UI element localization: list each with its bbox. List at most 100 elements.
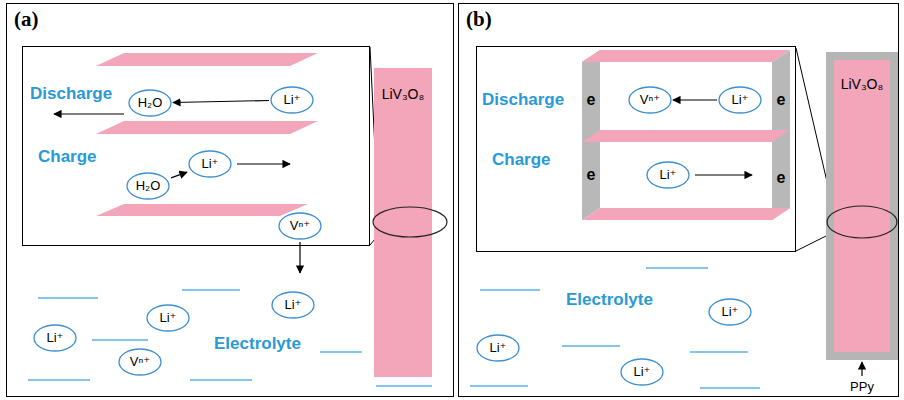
bar-shape [826,52,898,360]
material-label: LiV₃O₈ [382,86,425,103]
oxide-layer [96,204,308,216]
electrode-bar: LiV₃O₈ [374,68,432,377]
ppy-coating [826,52,898,360]
ellipse-shape [709,299,751,325]
ion-flow-arrow [171,172,187,178]
ellipse-shape [719,87,761,113]
pointer-arrow [861,362,862,376]
ion-ellipse: Li⁺ [146,304,190,332]
process-label: Charge [492,150,551,170]
ellipse-shape [129,90,171,116]
ellipse-shape [647,162,689,188]
coated-electrode-bar: LiV₃O₈ [826,52,898,360]
ion-ellipse: H₂O [126,172,170,200]
electrolyte-dash [182,289,240,291]
inset-frame: Vⁿ⁺Li⁺Li⁺DischargeCharge [476,46,796,252]
ellipse-shape [279,213,321,239]
ion-ellipse: Vⁿ⁺ [278,212,322,240]
ion-label: Li⁺ [660,167,677,183]
ellipse-shape [119,349,161,375]
ion-label: Vⁿ⁺ [290,218,310,234]
process-label: Charge [38,147,97,167]
electrolyte-dash [690,351,748,353]
arrows-a [54,114,300,273]
panel-tag: (b) [466,7,492,32]
electrolyte-dash [320,351,362,353]
oxide-layer [96,121,318,134]
electrolyte-dash [28,379,90,381]
zoom-oval [373,207,447,237]
ion-label: H₂O [136,178,161,194]
ellipse-shape [34,325,76,351]
ion-label: Li⁺ [47,330,64,346]
ion-ellipse: Li⁺ [646,161,690,189]
ion-ellipse: Li⁺ [620,358,664,386]
ion-label: Li⁺ [202,156,219,172]
electron-label: e [777,90,786,109]
connectors [171,100,717,178]
ion-label: Li⁺ [732,92,749,108]
oxide-layer [582,208,790,220]
ellipse-shape [621,359,663,385]
electrolyte-dash [700,387,760,389]
ion-label: Vⁿ⁺ [640,92,660,108]
ellipse-shape [629,87,671,113]
electron-label: e [587,165,596,184]
panel-frame: Vⁿ⁺Li⁺Li⁺DischargeChargeLiV₃O₈Li⁺Li⁺Li⁺(… [458,3,899,397]
ellipse-shape [189,151,231,177]
ellipse-shape [272,292,314,318]
ellipse-shape [127,173,169,199]
ion-ellipse: Vⁿ⁺ [628,86,672,114]
electrolyte-dash [470,385,528,387]
ion-label: Li⁺ [160,310,177,326]
oxide-layer [582,50,790,62]
ion-ellipse: Li⁺ [718,86,762,114]
electrolyte-dash [646,267,708,269]
zoom-oval [827,206,897,238]
region-label: Electrolyte [566,290,653,310]
electrolyte-dash [562,345,620,347]
layers-a [96,53,318,216]
ion-ellipse: Li⁺ [271,291,315,319]
ion-ellipse: Li⁺ [476,334,520,362]
electron-label: e [777,168,786,187]
ion-ellipse: H₂O [128,89,172,117]
ion-label: Li⁺ [284,92,301,108]
electrolyte-dash [38,297,98,299]
flow-arrow [695,174,752,175]
ion-flow-arrow [173,100,269,102]
flow-arrow [237,163,290,164]
ion-label: Li⁺ [490,340,507,356]
ion-label: Li⁺ [722,304,739,320]
ion-ellipse: Li⁺ [270,86,314,114]
ion-label: Vⁿ⁺ [130,354,150,370]
process-label: Discharge [30,84,112,104]
ion-label: Li⁺ [285,297,302,313]
material-label: LiV₃O₈ [841,76,884,93]
ellipse-shape [477,335,519,361]
ion-flow-arrow [673,99,717,100]
electrolyte-dashes-b [470,268,760,388]
ion-ellipse: Li⁺ [708,298,752,326]
ion-ellipse: Vⁿ⁺ [118,348,162,376]
walls-b [582,50,790,220]
oxide-bar [374,68,432,377]
bar-shape [374,68,432,377]
oxide-layer [582,130,790,142]
electrolyte-dash [92,339,148,341]
region-label: Electrolyte [214,334,301,354]
coating-label: PPy [850,379,874,395]
ion-ellipse: Li⁺ [33,324,77,352]
oxide-layer [96,53,318,66]
ellipse-shape [271,87,313,113]
inset-frame: H₂O Li⁺ H₂O Li⁺ Vⁿ⁺ DischargeCharge [22,46,370,246]
dissolution-arrow [299,242,300,273]
ion-label: Li⁺ [634,364,651,380]
electrolyte-dash [376,385,432,387]
layers-b [582,50,790,220]
ellipse-shape [147,305,189,331]
panel-tag: (a) [14,7,39,32]
ion-label: H₂O [138,95,163,111]
electrolyte-dash [190,379,252,381]
